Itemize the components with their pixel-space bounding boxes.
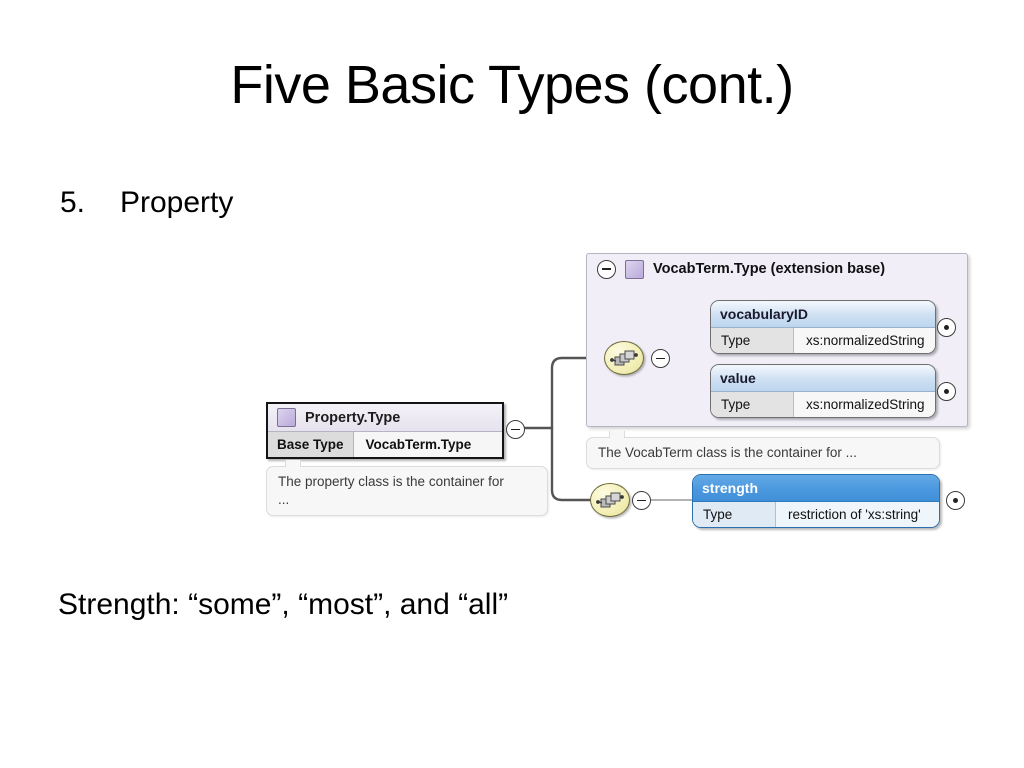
type-label: Type (711, 392, 794, 417)
bullet-label: Property (120, 186, 234, 219)
sequence-icon-vocabterm[interactable] (604, 341, 644, 375)
extension-base-header: VocabTerm.Type (extension base) (587, 254, 967, 284)
expand-toggle-value[interactable] (937, 382, 956, 401)
type-label: Type (711, 328, 794, 353)
element-node-strength[interactable]: strength Type restriction of 'xs:string' (692, 474, 940, 528)
tooltip-vocabterm-class: The VocabTerm class is the container for… (586, 431, 940, 470)
bullet-number: 5. (60, 186, 86, 219)
tooltip-line-2: ... (278, 492, 290, 508)
sequence-icon-strength[interactable] (590, 483, 630, 517)
footer-note: Strength: “some”, “most”, and “all” (58, 588, 509, 621)
property-type-title: Property.Type (305, 409, 401, 426)
element-type-row: Type xs:normalizedString (711, 392, 935, 417)
collapse-toggle-sequence-lower[interactable] (632, 491, 651, 510)
element-type-row: Type xs:normalizedString (711, 328, 935, 353)
collapse-toggle-vocabterm[interactable] (597, 259, 616, 279)
tooltip-line-1: The property class is the container for (278, 474, 504, 489)
element-node-value[interactable]: value Type xs:normalizedString (710, 364, 936, 418)
element-node-vocabularyid[interactable]: vocabularyID Type xs:normalizedString (710, 300, 936, 354)
expand-toggle-strength[interactable] (946, 491, 965, 510)
page-title: Five Basic Types (cont.) (230, 55, 794, 115)
collapse-toggle-property[interactable] (506, 420, 525, 439)
base-type-label: Base Type (268, 432, 354, 457)
type-value: restriction of 'xs:string' (776, 502, 939, 527)
type-swatch-icon (625, 259, 644, 279)
element-name-vocabularyid: vocabularyID (711, 301, 935, 328)
collapse-toggle-sequence-upper[interactable] (651, 349, 670, 368)
tooltip-text: The VocabTerm class is the container for… (598, 445, 857, 460)
bullet-item-property: 5. Property (60, 186, 233, 220)
element-name-strength: strength (693, 475, 939, 502)
tooltip-property-class: The property class is the container for … (266, 460, 548, 517)
property-type-box[interactable]: Property.Type Base Type VocabTerm.Type (266, 402, 504, 459)
base-type-row: Base Type VocabTerm.Type (268, 432, 502, 457)
extension-base-title: VocabTerm.Type (extension base) (653, 261, 886, 277)
base-type-value: VocabTerm.Type (353, 432, 502, 457)
element-type-row: Type restriction of 'xs:string' (693, 502, 939, 527)
type-label: Type (693, 502, 776, 527)
element-name-value: value (711, 365, 935, 392)
property-type-header: Property.Type (268, 404, 502, 432)
type-value: xs:normalizedString (794, 392, 935, 417)
type-swatch-icon (277, 408, 296, 427)
type-value: xs:normalizedString (794, 328, 935, 353)
expand-toggle-vocabularyid[interactable] (937, 318, 956, 337)
